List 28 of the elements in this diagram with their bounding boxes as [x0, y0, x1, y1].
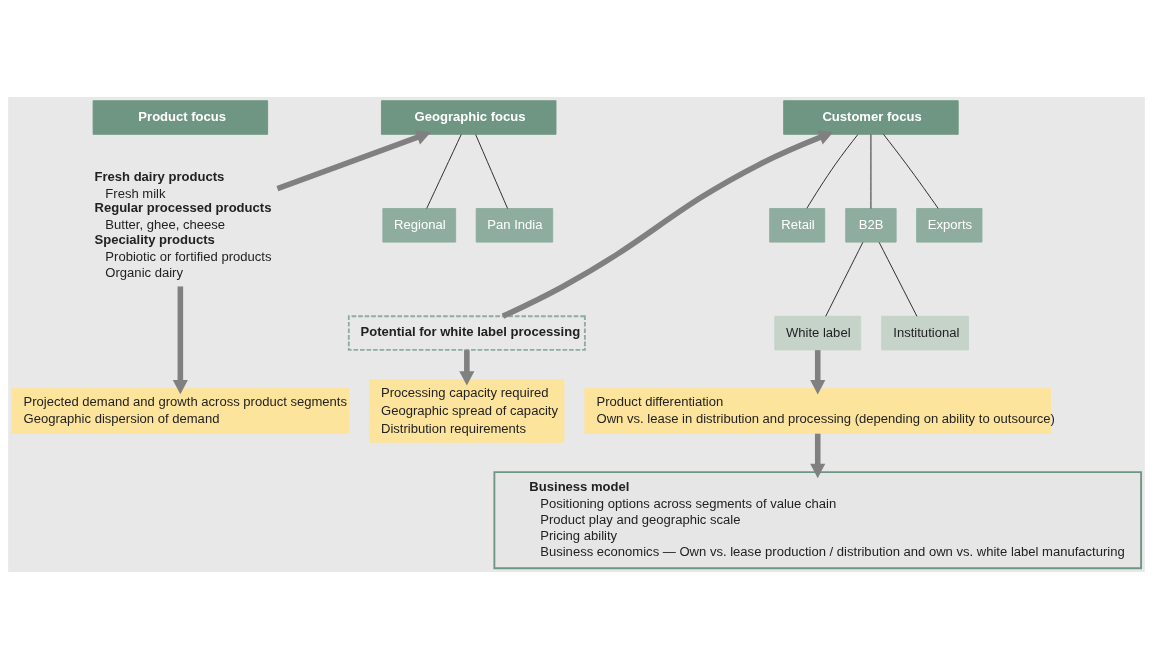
node-box: Potential for white label processing [347, 315, 586, 351]
node-box: Exports [916, 208, 983, 243]
node-box: White label [774, 315, 862, 351]
arrow [810, 433, 826, 479]
node-box: Product differentiation Own vs. lease in distribution and processing (depending on ability to outsource) [584, 388, 1052, 434]
node-box: Institutional [881, 315, 969, 351]
node-box: Processing capacity required Geographic spread of capacity Distribution requirements [369, 379, 565, 443]
connector [825, 241, 864, 317]
node-box: B2B [845, 208, 897, 243]
node-text: Fresh dairy products Fresh milk Regular processed products Butter, ghee, cheese Speciality products Probiotic or fortified products Organic dairy [94, 168, 272, 280]
node-box: Projected demand and growth across product segments Geographic dispersion of demand [11, 388, 350, 434]
connector [475, 134, 509, 209]
connector [426, 134, 462, 209]
connector [878, 241, 918, 317]
arrow [501, 130, 834, 319]
connector [883, 133, 939, 209]
node-box: Business model Positioning options across segments of value chain Product play and geographic scale Pricing ability Business economics — Own vs. lease production / distribution and own vs. white label manufacturing [493, 471, 1143, 570]
node-box: Customer focus [783, 100, 959, 135]
arrow [459, 350, 475, 386]
arrow [172, 286, 188, 395]
node-box: Product focus [92, 100, 269, 135]
connector [806, 134, 859, 209]
arrow [276, 130, 431, 192]
arrow [810, 350, 826, 395]
node-box: Regional [382, 208, 457, 243]
node-box: Retail [769, 208, 826, 243]
node-box: Pan India [475, 208, 554, 243]
node-box: Geographic focus [381, 100, 557, 135]
